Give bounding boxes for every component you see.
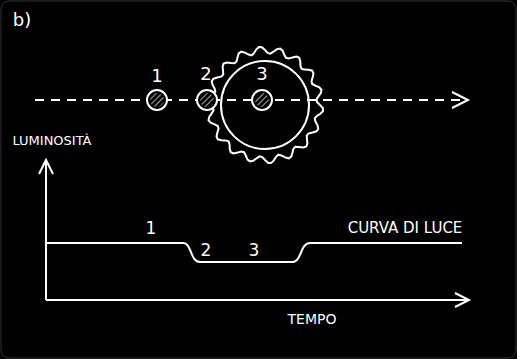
orbit-path [35,99,465,101]
x-axis [46,299,468,301]
y-axis-arrow [39,160,53,174]
x-axis-arrow [455,293,469,307]
planet-hatch [200,93,214,107]
star-disc [221,61,309,149]
path-arrowhead [452,92,468,108]
planet [252,90,272,110]
axis-label: TEMPO [288,312,337,326]
planet-hatch [150,93,164,107]
panel-label: b) [13,11,31,29]
curve-point-number: 3 [249,242,260,259]
curve-point-number: 1 [146,220,157,237]
planet-hatch [255,93,269,107]
curve-point-number: 2 [201,242,212,259]
planet [147,90,167,110]
position-number: 3 [256,65,267,83]
curve-label: CURVA DI LUCE [348,221,463,236]
y-axis [45,162,47,300]
star-outline [207,47,323,163]
planet [197,90,217,110]
axis-label: LUMINOSITÀ [12,134,91,147]
position-number: 2 [200,65,211,83]
position-number: 1 [151,67,162,85]
